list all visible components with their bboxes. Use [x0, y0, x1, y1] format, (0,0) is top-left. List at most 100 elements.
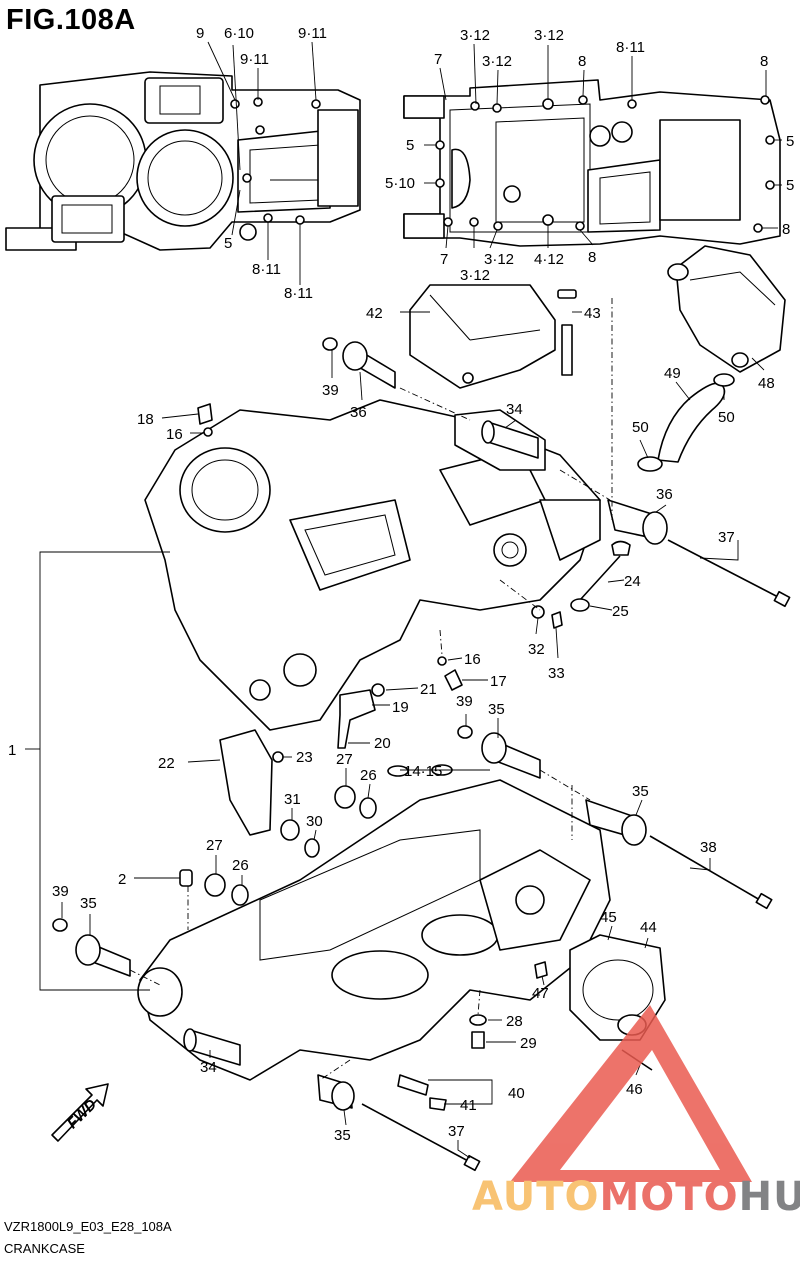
callout-part-39-c: 39 — [52, 883, 69, 900]
callout-part-23: 23 — [296, 749, 313, 766]
callout-top-left-9-11-b: 9·11 — [298, 25, 327, 42]
callout-part-21: 21 — [420, 681, 437, 698]
callout-part-45: 45 — [600, 909, 617, 926]
callout-part-50-b: 50 — [632, 419, 649, 436]
callout-part-39-b: 39 — [456, 693, 473, 710]
forward-direction-arrow: FWD — [51, 1083, 109, 1142]
callout-part-33: 33 — [548, 665, 565, 682]
callout-top-right-3-12-a: 3·12 — [460, 27, 490, 44]
left-crankcase-inset — [5, 71, 361, 251]
breather-cover — [409, 284, 556, 389]
callout-part-40: 40 — [508, 1085, 525, 1102]
breather-chamber-cover — [667, 245, 786, 373]
callout-top-right-4-12: 4·12 — [534, 251, 564, 268]
figure-caption: CRANKCASE — [4, 1241, 85, 1256]
callout-top-right-5-b: 5 — [786, 177, 794, 194]
callout-part-43: 43 — [584, 305, 601, 322]
callout-part-39-a: 39 — [322, 382, 339, 399]
callout-part-28: 28 — [506, 1013, 523, 1030]
watermark-hub: HUB — [739, 1174, 800, 1220]
callout-top-right-8-c: 8 — [782, 221, 790, 238]
callout-part-2: 2 — [118, 871, 126, 888]
callout-part-24: 24 — [624, 573, 641, 590]
callout-top-right-3-12-e: 3·12 — [460, 267, 490, 284]
callout-part-42: 42 — [366, 305, 383, 322]
callout-part-38: 38 — [700, 839, 717, 856]
callout-top-left-8-11-a: 8·11 — [252, 261, 281, 278]
callout-part-26-b: 26 — [232, 857, 249, 874]
callout-part-35-c: 35 — [80, 895, 97, 912]
oil-level-gauge — [570, 540, 631, 612]
plugs-39 — [52, 337, 473, 932]
callout-top-right-7-b: 7 — [440, 251, 448, 268]
callout-top-right-7-a: 7 — [434, 51, 442, 68]
callout-top-right-5-c: 5 — [406, 137, 414, 154]
callout-part-35-b: 35 — [632, 783, 649, 800]
callout-part-18: 18 — [137, 411, 154, 428]
callout-part-47: 47 — [532, 985, 549, 1002]
callout-top-right-5-10: 5·10 — [385, 175, 415, 192]
assembly-reference-lines — [129, 298, 613, 1081]
callout-part-35-d: 35 — [334, 1127, 351, 1144]
small-fittings — [179, 289, 577, 1111]
callout-part-27-a: 27 — [336, 751, 353, 768]
callout-part-32: 32 — [528, 641, 545, 658]
callout-top-right-8-d: 8 — [588, 249, 596, 266]
svg-text:AUTOMOTOHUB: AUTOMOTOHUB — [472, 1174, 800, 1220]
leader-lines — [25, 41, 782, 1159]
callout-top-left-8-11-b: 8·11 — [284, 285, 313, 302]
callout-part-34-a: 34 — [506, 401, 523, 418]
callout-part-25: 25 — [612, 603, 629, 620]
callout-part-22: 22 — [158, 755, 175, 772]
callout-part-16-a: 16 — [166, 426, 183, 443]
breather-hose — [637, 373, 735, 472]
callout-part-31: 31 — [284, 791, 301, 808]
watermark-auto: AUTO — [472, 1174, 600, 1220]
callout-part-48: 48 — [758, 375, 775, 392]
callout-top-left-9-11-a: 9·11 — [240, 51, 269, 68]
callout-part-17: 17 — [490, 673, 507, 690]
callout-part-44: 44 — [640, 919, 657, 936]
callout-part-1: 1 — [8, 742, 16, 759]
callout-part-16-b: 16 — [464, 651, 481, 668]
callout-part-46: 46 — [626, 1081, 643, 1098]
callout-part-20: 20 — [374, 735, 391, 752]
callout-top-right-8-11: 8·11 — [616, 39, 645, 56]
callout-part-26-a: 26 — [360, 767, 377, 784]
figure-title: FIG.108A — [6, 4, 136, 36]
dowel-pins — [183, 420, 539, 1066]
upper-crankcase — [144, 399, 601, 731]
callout-part-30: 30 — [306, 813, 323, 830]
callout-top-left-9: 9 — [196, 25, 204, 42]
callout-top-left-5: 5 — [224, 235, 232, 252]
callout-part-36-b: 36 — [656, 486, 673, 503]
crankcase-long-bolts — [361, 539, 791, 1172]
callout-part-37-a: 37 — [718, 529, 735, 546]
crank-bearings — [75, 341, 668, 1111]
callout-top-right-8-a: 8 — [578, 53, 586, 70]
callout-part-36-a: 36 — [350, 404, 367, 421]
callout-part-50-a: 50 — [718, 409, 735, 426]
watermark-triangle — [510, 1005, 752, 1182]
automotohub-watermark: AUTOMOTOHUB — [472, 1005, 800, 1220]
callout-part-29: 29 — [520, 1035, 537, 1052]
callout-top-left-6-10: 6·10 — [224, 25, 254, 42]
callout-top-right-5-a: 5 — [786, 133, 794, 150]
callout-part-35-a: 35 — [488, 701, 505, 718]
figure-code: VZR1800L9_E03_E28_108A — [4, 1219, 172, 1234]
callout-part-37-b: 37 — [448, 1123, 465, 1140]
callout-part-49: 49 — [664, 365, 681, 382]
callout-top-right-8-b: 8 — [760, 53, 768, 70]
callout-top-right-3-12-d: 3·12 — [484, 251, 514, 268]
callout-part-41: 41 — [460, 1097, 477, 1114]
callout-top-right-3-12-c: 3·12 — [534, 27, 564, 44]
lower-crankcase — [137, 779, 611, 1081]
callout-part-27-b: 27 — [206, 837, 223, 854]
callout-part-34-b: 34 — [200, 1059, 217, 1076]
watermark-moto: MOTO — [600, 1174, 739, 1220]
callout-part-14-15: 14·15 — [404, 763, 442, 780]
crankcase-bolt-pattern-inset — [403, 79, 781, 247]
callout-part-19: 19 — [392, 699, 409, 716]
